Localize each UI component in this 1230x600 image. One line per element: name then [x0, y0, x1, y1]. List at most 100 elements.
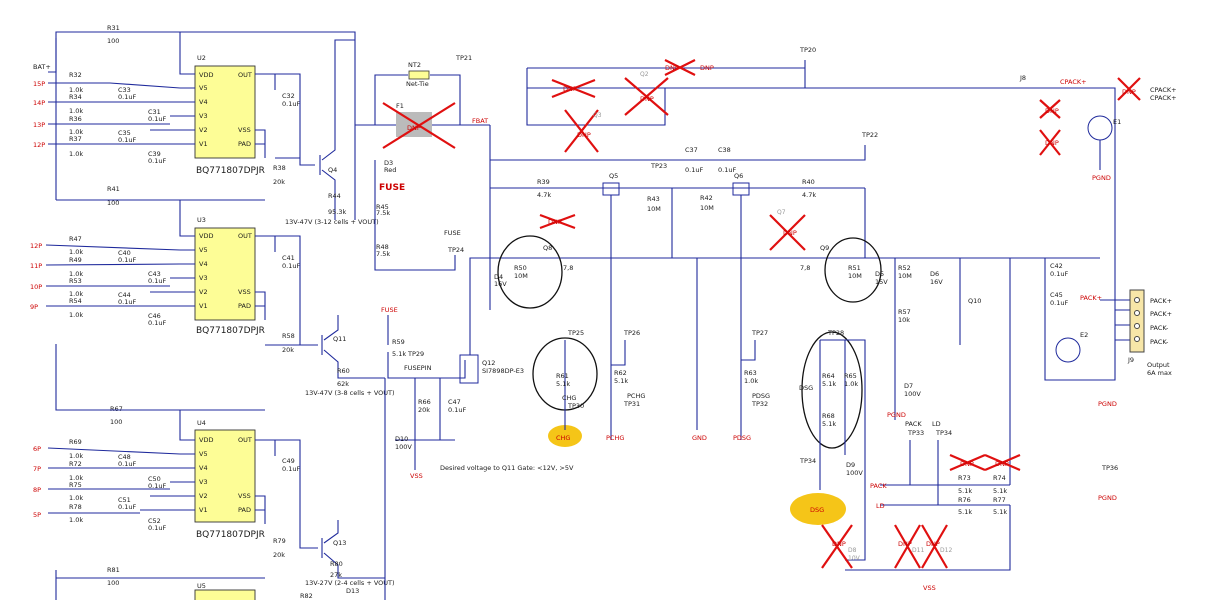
schematic-label: V2: [199, 288, 208, 296]
schematic-label: PAD: [238, 140, 251, 148]
schematic-label: FBAT: [472, 117, 488, 125]
schematic-label: C51: [118, 496, 131, 504]
fuse-section: FUSE R59 5.1k TP29 FUSEPIN R66 20k C47 0…: [381, 257, 574, 480]
schematic-label: CHG: [556, 434, 570, 442]
schematic-label: PAD: [238, 506, 251, 514]
schematic-label: V3: [199, 112, 208, 120]
schematic-label: 8P: [33, 486, 41, 494]
schematic-label: LD: [932, 420, 941, 428]
schematic-label: TP36: [1101, 464, 1118, 472]
schematic-label: D13: [346, 587, 359, 595]
schematic-label: R78: [69, 503, 82, 511]
schematic-label: R48: [376, 243, 389, 251]
schematic-label: 7.5k: [376, 250, 390, 258]
schematic-label: DNP: [700, 64, 714, 72]
schematic-label: 16V: [494, 280, 507, 288]
schematic-label: 1.0k: [69, 248, 83, 256]
schematic-label: R81: [107, 566, 120, 574]
schematic-label: 0.1uF: [118, 136, 136, 144]
schematic-label: TP23: [650, 162, 667, 170]
schematic-label: R74: [993, 474, 1006, 482]
schematic-label: DNP: [783, 229, 797, 237]
schematic-label: PGND: [887, 411, 906, 419]
schematic-label: 100V: [395, 443, 412, 451]
schematic-label: 5.1k: [822, 420, 836, 428]
schematic-label: TP34: [935, 429, 952, 437]
schematic-label: 100: [110, 418, 122, 426]
schematic-label: DNP: [1122, 88, 1136, 96]
schematic-label: 1.0k: [69, 494, 83, 502]
ic-u2: R31 100 U2 VDD V5 V4 V3 V2 V1 OUT VSS PA…: [107, 24, 276, 176]
schematic-label: DNP: [898, 540, 912, 548]
schematic-label: TP26: [623, 329, 640, 337]
schematic-label: D6: [930, 270, 939, 278]
schematic-label: 20k: [273, 551, 285, 559]
schematic-label: R44: [328, 192, 341, 200]
schematic-label: 1.0k: [69, 452, 83, 460]
schematic-label: 14P: [33, 99, 45, 107]
schematic-label: TP22: [861, 131, 878, 139]
schematic-label: 1.0k: [69, 474, 83, 482]
schematic-label: 20k: [282, 346, 294, 354]
schematic-label: PACK-: [1150, 338, 1169, 346]
schematic-label: R64: [822, 372, 835, 380]
schematic-label: C41: [282, 254, 295, 262]
bat-label: BAT+: [33, 63, 51, 71]
schematic-label: 0.1uF: [1050, 270, 1068, 278]
schematic-label: D5: [875, 270, 884, 278]
schematic-label: R80: [330, 560, 343, 568]
schematic-label: Red: [384, 166, 396, 174]
schematic-label: R45: [376, 203, 389, 211]
schematic-label: VSS: [238, 492, 251, 500]
schematic-label: V4: [199, 260, 208, 268]
schematic-label: BQ771807DPJR: [196, 326, 265, 336]
schematic-label: DNP: [995, 460, 1009, 468]
schematic-label: TP20: [799, 46, 816, 54]
schematic-label: D12: [940, 547, 952, 554]
schematic-label: VSS: [238, 288, 251, 296]
schematic-label: C42: [1050, 262, 1063, 270]
schematic-label: 100V: [846, 469, 863, 477]
schematic-label: 7,8: [800, 264, 810, 272]
bat-input: BAT+: [33, 31, 356, 201]
schematic-label: FUSE: [379, 183, 405, 193]
schematic-label: 9P: [30, 303, 38, 311]
schematic-label: TP30: [567, 402, 584, 410]
schematic-label: C31: [148, 108, 161, 116]
schematic-label: PACK: [905, 420, 922, 428]
gate-driver-columns: TP25 R61 5.1k CHG TP30 CHG TP26 R62 5.1k…: [556, 258, 866, 569]
schematic-label: 20k: [273, 178, 285, 186]
ic-u5: R81 100 U5 R82: [55, 566, 313, 600]
schematic-label: D9: [846, 461, 855, 469]
schematic-label: R32: [69, 71, 82, 79]
schematic-label: CPACK+: [1150, 86, 1177, 94]
schematic-label: DNP: [577, 131, 591, 139]
output-section: CPACK+ DNP DNP DNP CPACK+ CPACK+ E1 PGND…: [805, 74, 1177, 502]
q5-q6-network: C37 0.1uF C38 0.1uF TP22 R39 4.7k R43 10…: [490, 131, 878, 440]
schematic-label: V1: [199, 140, 208, 148]
schematic-label: Q6: [734, 172, 743, 180]
schematic-label: C46: [148, 312, 161, 320]
schematic-label: FUSE: [444, 229, 461, 237]
schematic-label: J8: [1019, 74, 1026, 82]
schematic-label: 10M: [647, 205, 661, 213]
schematic-label: PACK: [870, 482, 887, 490]
schematic-label: V3: [199, 478, 208, 486]
schematic-label: 5.1k: [822, 380, 836, 388]
schematic-label: DNP: [1045, 139, 1059, 147]
schematic-label: C44: [118, 291, 131, 299]
schematic-label: 0.1uF: [148, 157, 166, 165]
schematic-label: R47: [69, 235, 82, 243]
schematic-label: R57: [898, 308, 911, 316]
schematic-label: VSS: [410, 472, 423, 480]
schematic-label: BQ771807DPJR: [196, 530, 265, 540]
schematic-label: C47: [448, 398, 461, 406]
schematic-label: 10M: [700, 204, 714, 212]
fuse-f1: NT2 Net-Tie F1 DNP FBAT TP21 D3 Red FUSE…: [355, 54, 490, 271]
schematic-label: V5: [199, 246, 208, 254]
schematic-label: 20k: [418, 406, 430, 414]
schematic-label: DNP: [665, 64, 679, 72]
